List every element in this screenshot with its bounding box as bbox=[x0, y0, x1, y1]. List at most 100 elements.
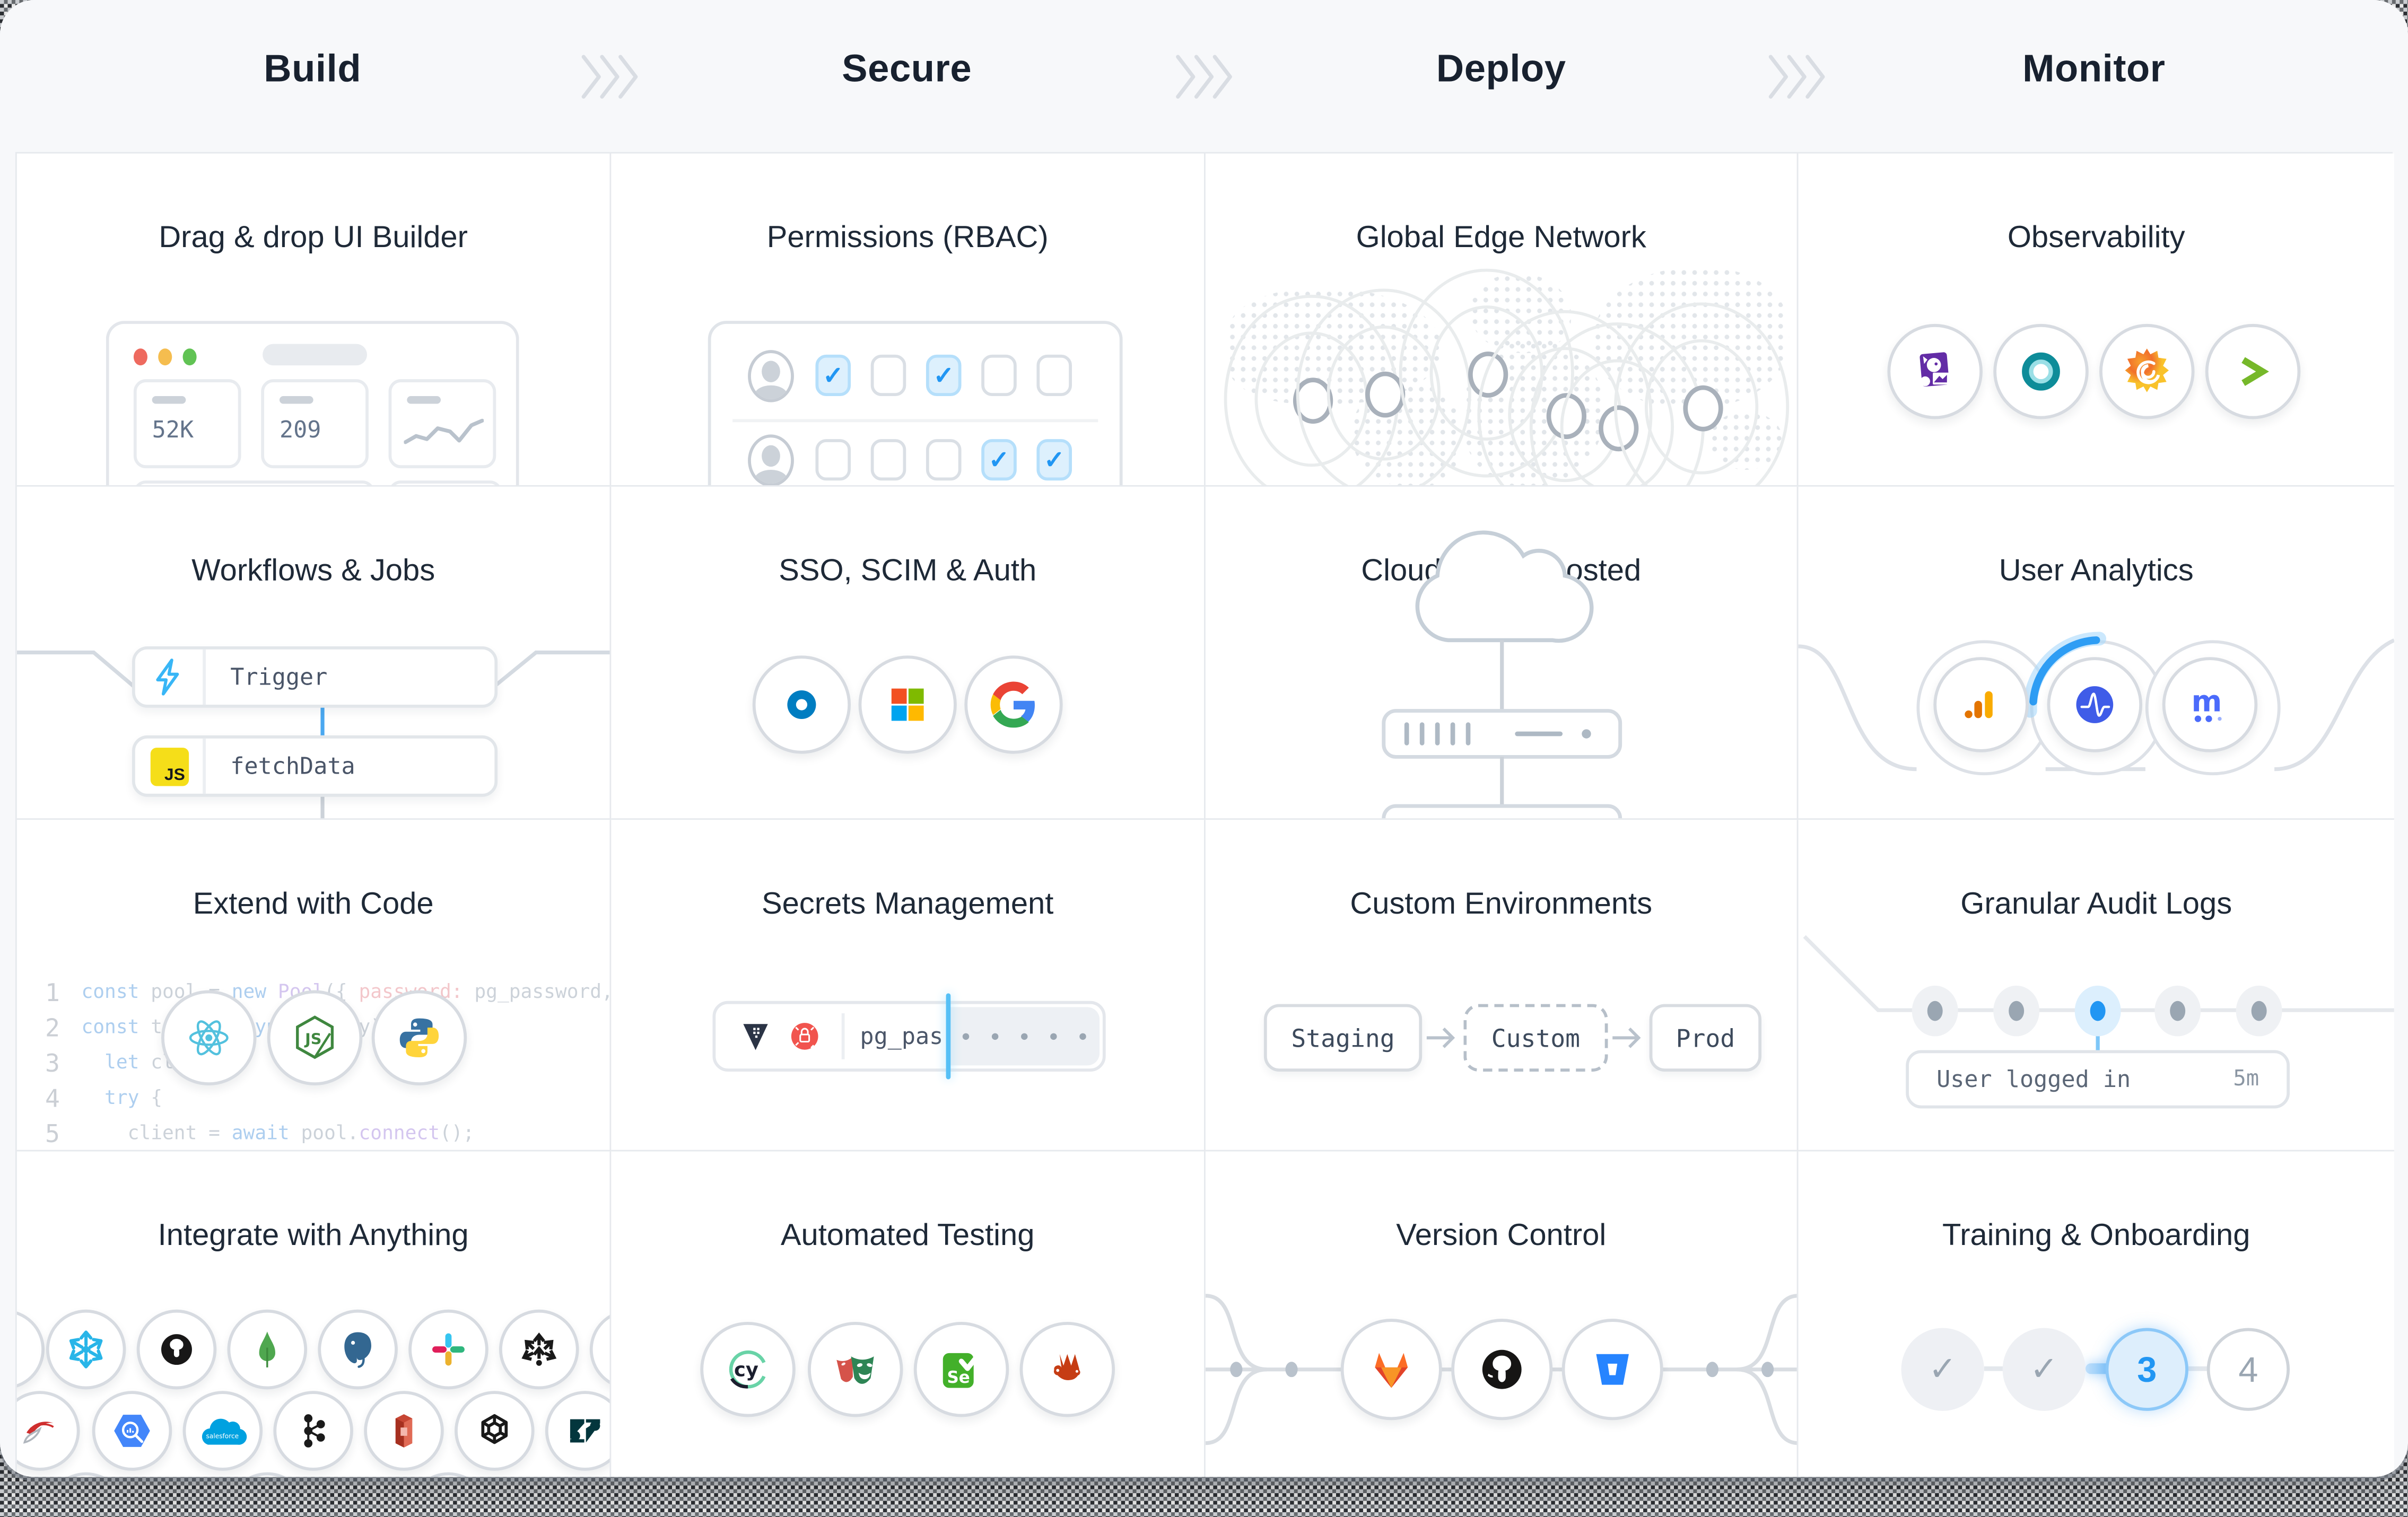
python-icon bbox=[371, 990, 467, 1086]
address-bar bbox=[263, 344, 368, 366]
splunk-icon bbox=[2205, 323, 2301, 419]
cell-title: Granular Audit Logs bbox=[1960, 887, 2232, 922]
cell-title: Custom Environments bbox=[1350, 887, 1653, 922]
cell-permissions: Permissions (RBAC) ✓ ✓ ✓ ✓ ✓ ✓ ✓ ✓ ✓ ✓ bbox=[611, 153, 1206, 487]
git-graph-decoration bbox=[1205, 1294, 1797, 1445]
cell-title: Extend with Code bbox=[193, 887, 434, 922]
github-icon bbox=[1451, 1319, 1553, 1420]
cell-workflows: Workflows & Jobs Trigger JS fetchData bbox=[16, 486, 612, 820]
stat-card: 209 bbox=[261, 379, 369, 469]
permission-checkbox[interactable]: ✓ bbox=[870, 354, 906, 397]
workflow-node-trigger[interactable]: Trigger bbox=[132, 646, 498, 708]
env-prod: Prod bbox=[1649, 1004, 1762, 1072]
cell-title: Observability bbox=[2007, 221, 2185, 255]
list-mock bbox=[388, 480, 502, 485]
cell-title: SSO, SCIM & Auth bbox=[779, 554, 1037, 588]
workflow-node-fetchdata[interactable]: JS fetchData bbox=[132, 735, 498, 797]
code-line: client = await pool.connect(); bbox=[81, 1120, 475, 1144]
stage-monitor: Monitor bbox=[2022, 47, 2166, 91]
clipped-circle bbox=[589, 1309, 610, 1390]
feature-grid: Drag & drop UI Builder 52K 209 bbox=[15, 152, 2394, 1477]
traffic-yellow-icon bbox=[158, 348, 172, 366]
node-label: Trigger bbox=[230, 663, 328, 691]
traffic-green-icon bbox=[182, 348, 197, 366]
stat-value: 52K bbox=[152, 416, 194, 444]
cell-edge-network: Global Edge Network bbox=[1205, 153, 1799, 487]
sql-server-icon bbox=[16, 1391, 80, 1471]
permission-checkbox[interactable]: ✓ bbox=[926, 439, 962, 481]
audit-event-dot bbox=[2009, 1001, 2025, 1021]
cell-title: Workflows & Jobs bbox=[191, 554, 435, 588]
code-line: try { bbox=[104, 1085, 163, 1109]
arrow-right-icon bbox=[1612, 1027, 1641, 1048]
clipped-circle bbox=[227, 1472, 308, 1477]
arrow-right-icon bbox=[1426, 1027, 1455, 1048]
cell-title: User Analytics bbox=[1999, 554, 2194, 588]
permission-checkbox[interactable]: ✓ bbox=[870, 439, 906, 481]
google-icon bbox=[964, 655, 1063, 754]
text-caret bbox=[946, 993, 951, 1080]
secret-lock-icon bbox=[783, 1015, 826, 1058]
step-3-current[interactable]: 3 bbox=[2105, 1328, 2188, 1411]
amplitude-icon bbox=[2047, 657, 2143, 752]
progress-arc bbox=[2023, 632, 2107, 718]
table-mock bbox=[133, 480, 375, 485]
permission-checkbox[interactable]: ✓ bbox=[981, 439, 1017, 481]
cypress-icon: cy bbox=[700, 1321, 796, 1417]
snowflake-icon bbox=[46, 1309, 126, 1390]
sparkline-icon bbox=[404, 418, 484, 444]
env-staging: Staging bbox=[1263, 1004, 1423, 1072]
env-custom: Custom bbox=[1463, 1004, 1608, 1072]
cell-environments: Custom Environments Staging Custom Prod bbox=[1205, 820, 1799, 1152]
google-analytics-icon bbox=[1933, 657, 2029, 752]
cell-title: Secrets Management bbox=[761, 887, 1054, 922]
step-1-done[interactable]: ✓ bbox=[1901, 1328, 1984, 1411]
github-icon bbox=[136, 1309, 217, 1390]
cell-secrets: Secrets Management pg_pas ●●●●● bbox=[611, 820, 1206, 1152]
clipped-circle bbox=[16, 1309, 45, 1390]
microsoft-icon bbox=[858, 655, 957, 754]
permission-checkbox[interactable]: ✓ bbox=[815, 439, 851, 481]
postgresql-icon bbox=[318, 1309, 398, 1390]
cell-title: Drag & drop UI Builder bbox=[159, 221, 468, 255]
audit-event-dot bbox=[2170, 1001, 2186, 1021]
lightning-icon bbox=[135, 649, 206, 705]
permission-checkbox[interactable]: ✓ bbox=[815, 354, 851, 397]
permission-checkbox[interactable]: ✓ bbox=[981, 354, 1017, 397]
react-icon bbox=[161, 990, 257, 1086]
audit-event-dot bbox=[2251, 1001, 2267, 1021]
step-2-done[interactable]: ✓ bbox=[2002, 1328, 2086, 1411]
cell-title: Integrate with Anything bbox=[158, 1218, 469, 1253]
zendesk-icon bbox=[545, 1391, 610, 1471]
cloud-server-illustration bbox=[1382, 530, 1622, 819]
clipped-circle bbox=[408, 1472, 488, 1477]
nodejs-icon: JS bbox=[267, 990, 363, 1086]
secret-input[interactable]: pg_pas ●●●●● bbox=[712, 993, 1106, 1080]
salesforce-icon: salesforce bbox=[182, 1391, 263, 1471]
cell-title: Permissions (RBAC) bbox=[766, 221, 1049, 255]
permissions-card: ✓ ✓ ✓ ✓ ✓ ✓ ✓ ✓ ✓ ✓ bbox=[708, 321, 1123, 485]
audit-event-text: User logged in bbox=[1936, 1065, 2131, 1093]
step-4-todo[interactable]: 4 bbox=[2206, 1328, 2290, 1411]
grafana-icon bbox=[2099, 323, 2195, 419]
cell-version-control: Version Control bbox=[1205, 1151, 1799, 1477]
javascript-icon: JS bbox=[135, 738, 206, 794]
browser-mockup: 52K 209 bbox=[106, 321, 519, 485]
datadog-icon bbox=[1887, 323, 1983, 419]
cell-title: Training & Onboarding bbox=[1942, 1218, 2250, 1253]
gitlab-icon bbox=[1340, 1319, 1442, 1420]
openai-icon bbox=[455, 1391, 535, 1471]
slack-icon bbox=[408, 1309, 488, 1390]
user-avatar bbox=[748, 434, 794, 485]
permission-checkbox[interactable]: ✓ bbox=[1036, 439, 1072, 481]
audit-event-time: 5m bbox=[2233, 1067, 2259, 1092]
playwright-icon bbox=[807, 1321, 903, 1417]
cell-ui-builder: Drag & drop UI Builder 52K 209 bbox=[16, 153, 612, 487]
permission-checkbox[interactable]: ✓ bbox=[926, 354, 962, 397]
cypress-label: cy bbox=[734, 1358, 758, 1381]
masked-secret: ●●●●● bbox=[949, 1007, 1100, 1066]
svg-text:m: m bbox=[2192, 685, 2222, 718]
permission-checkbox[interactable]: ✓ bbox=[1036, 354, 1072, 397]
jest-icon bbox=[1019, 1321, 1115, 1417]
